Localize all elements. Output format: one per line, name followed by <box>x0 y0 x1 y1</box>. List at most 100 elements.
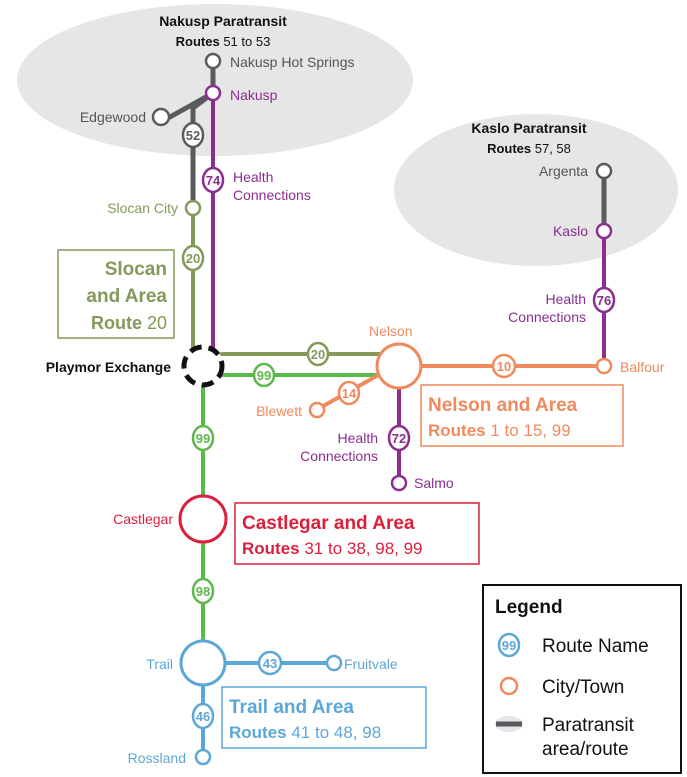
label-balfour: Balfour <box>620 359 665 375</box>
legend-paratransit-icon <box>495 716 523 732</box>
trail-node <box>179 639 227 687</box>
route-label-98: 98 <box>196 584 210 599</box>
route-badge-76: 76 <box>592 286 616 314</box>
label-health-nakusp-1: Health <box>233 169 273 185</box>
label-salmo: Salmo <box>414 475 454 491</box>
label-health-nakusp-2: Connections <box>233 187 311 203</box>
castlegar-node <box>178 494 228 544</box>
slocan-area-line1: Slocan <box>105 259 167 280</box>
legend-route-icon: 99 <box>497 632 521 658</box>
slocan-routes-label: Route <box>91 313 142 333</box>
route-badge-99-castlegar: 99 <box>191 424 215 452</box>
nakusp-paratransit-title: Nakusp Paratransit Routes 51 to 53 <box>159 13 287 49</box>
route-badge-46: 46 <box>191 702 215 730</box>
label-health-kaslo-2: Connections <box>508 309 586 325</box>
kaslo-routes-range: 57, 58 <box>531 141 571 156</box>
slocan-area-box: Slocan and Area Route 20 <box>57 249 175 339</box>
route-badge-99-nelson: 99 <box>252 362 276 388</box>
label-nakusp: Nakusp <box>230 87 278 103</box>
nakusp-routes-range: 51 to 53 <box>220 34 271 49</box>
trail-routes-range: 41 to 48, 98 <box>287 723 382 742</box>
kaslo-node <box>595 222 613 240</box>
kaslo-routes-label: Routes <box>487 141 531 156</box>
edgewood-node <box>151 107 171 127</box>
nelson-area-box: Nelson and Area Routes 1 to 15, 99 <box>420 384 624 447</box>
castlegar-routes-range: 31 to 38, 98, 99 <box>300 539 423 558</box>
trail-area-box: Trail and Area Routes 41 to 48, 98 <box>221 686 427 749</box>
legend-title: Legend <box>495 597 563 618</box>
route-badge-98: 98 <box>191 577 215 605</box>
nakusp-node <box>204 84 222 102</box>
route-badge-43: 43 <box>257 650 283 676</box>
label-blewett: Blewett <box>256 403 302 419</box>
salmo-node <box>390 474 408 492</box>
playmor-exchange-node <box>181 344 225 388</box>
nelson-area-line1: Nelson and Area <box>428 395 578 416</box>
label-playmor-exchange: Playmor Exchange <box>46 359 171 375</box>
slocan-area-routes: Route 20 <box>91 313 167 333</box>
route-label-20-slocan: 20 <box>186 251 200 266</box>
route-badge-14: 14 <box>337 380 361 406</box>
nelson-area-routes: Routes 1 to 15, 99 <box>428 421 571 440</box>
route-label-76: 76 <box>597 293 611 308</box>
route-label-14: 14 <box>342 386 357 401</box>
route-badge-72: 72 <box>387 424 411 452</box>
route-label-72: 72 <box>392 431 406 446</box>
legend-route-name: Route Name <box>542 636 649 657</box>
label-castlegar: Castlegar <box>113 511 173 527</box>
route-label-43: 43 <box>263 656 277 671</box>
kaslo-paratransit-area <box>394 114 678 266</box>
route-badge-52: 52 <box>181 121 205 149</box>
town-nodes <box>151 52 613 766</box>
nakusp-hot-springs-node <box>204 52 222 70</box>
nelson-routes-range: 1 to 15, 99 <box>486 421 571 440</box>
nelson-routes-label: Routes <box>428 421 486 440</box>
legend-city-town: City/Town <box>542 677 624 698</box>
legend: Legend 99 Route Name City/Town Paratrans… <box>482 584 682 774</box>
slocan-city-node <box>184 199 202 217</box>
castlegar-area-line1: Castlegar and Area <box>242 513 415 534</box>
label-nelson: Nelson <box>369 323 413 339</box>
route-label-74: 74 <box>206 173 221 188</box>
label-health-salmo-2: Connections <box>300 448 378 464</box>
castlegar-routes-label: Routes <box>242 539 300 558</box>
route-label-10: 10 <box>497 359 511 374</box>
route-label-52: 52 <box>186 128 200 143</box>
nelson-node <box>375 342 423 390</box>
legend-city-icon <box>499 676 519 696</box>
label-trail: Trail <box>146 656 173 672</box>
slocan-routes-range: 20 <box>142 313 167 333</box>
label-health-kaslo-1: Health <box>546 291 586 307</box>
route-badge-74: 74 <box>201 166 225 194</box>
label-edgewood: Edgewood <box>80 109 146 125</box>
label-argenta: Argenta <box>539 163 588 179</box>
route-badge-20-nelson: 20 <box>306 341 330 367</box>
route-badges: 52 74 20 20 76 99 10 14 99 72 98 43 46 <box>181 121 616 730</box>
legend-paratransit-2: area/route <box>542 739 629 760</box>
legend-route-sample: 99 <box>502 638 516 653</box>
nakusp-routes-line: Routes 51 to 53 <box>176 34 271 49</box>
castlegar-area-routes: Routes 31 to 38, 98, 99 <box>242 539 423 558</box>
trail-area-line1: Trail and Area <box>229 697 354 718</box>
label-rossland: Rossland <box>128 750 186 766</box>
nakusp-routes-label: Routes <box>176 34 220 49</box>
argenta-node <box>595 162 613 180</box>
route-label-20-nelson: 20 <box>311 347 325 362</box>
route-badge-10: 10 <box>491 353 517 379</box>
route-label-99-nelson: 99 <box>257 368 271 383</box>
trail-routes-label: Routes <box>229 723 287 742</box>
balfour-node <box>595 357 613 375</box>
nakusp-paratransit-heading: Nakusp Paratransit <box>159 13 287 29</box>
kaslo-paratransit-heading: Kaslo Paratransit <box>471 120 586 136</box>
slocan-area-line2: and Area <box>86 286 167 307</box>
fruitvale-node <box>325 654 343 672</box>
trail-area-routes: Routes 41 to 48, 98 <box>229 723 381 742</box>
rossland-node <box>194 748 212 766</box>
legend-paratransit-1: Paratransit <box>542 715 635 736</box>
route-label-46: 46 <box>196 709 210 724</box>
route-badge-20-slocan: 20 <box>181 244 205 272</box>
blewett-node <box>308 401 326 419</box>
kaslo-routes-line: Routes 57, 58 <box>487 141 571 156</box>
label-slocan-city: Slocan City <box>107 200 178 216</box>
